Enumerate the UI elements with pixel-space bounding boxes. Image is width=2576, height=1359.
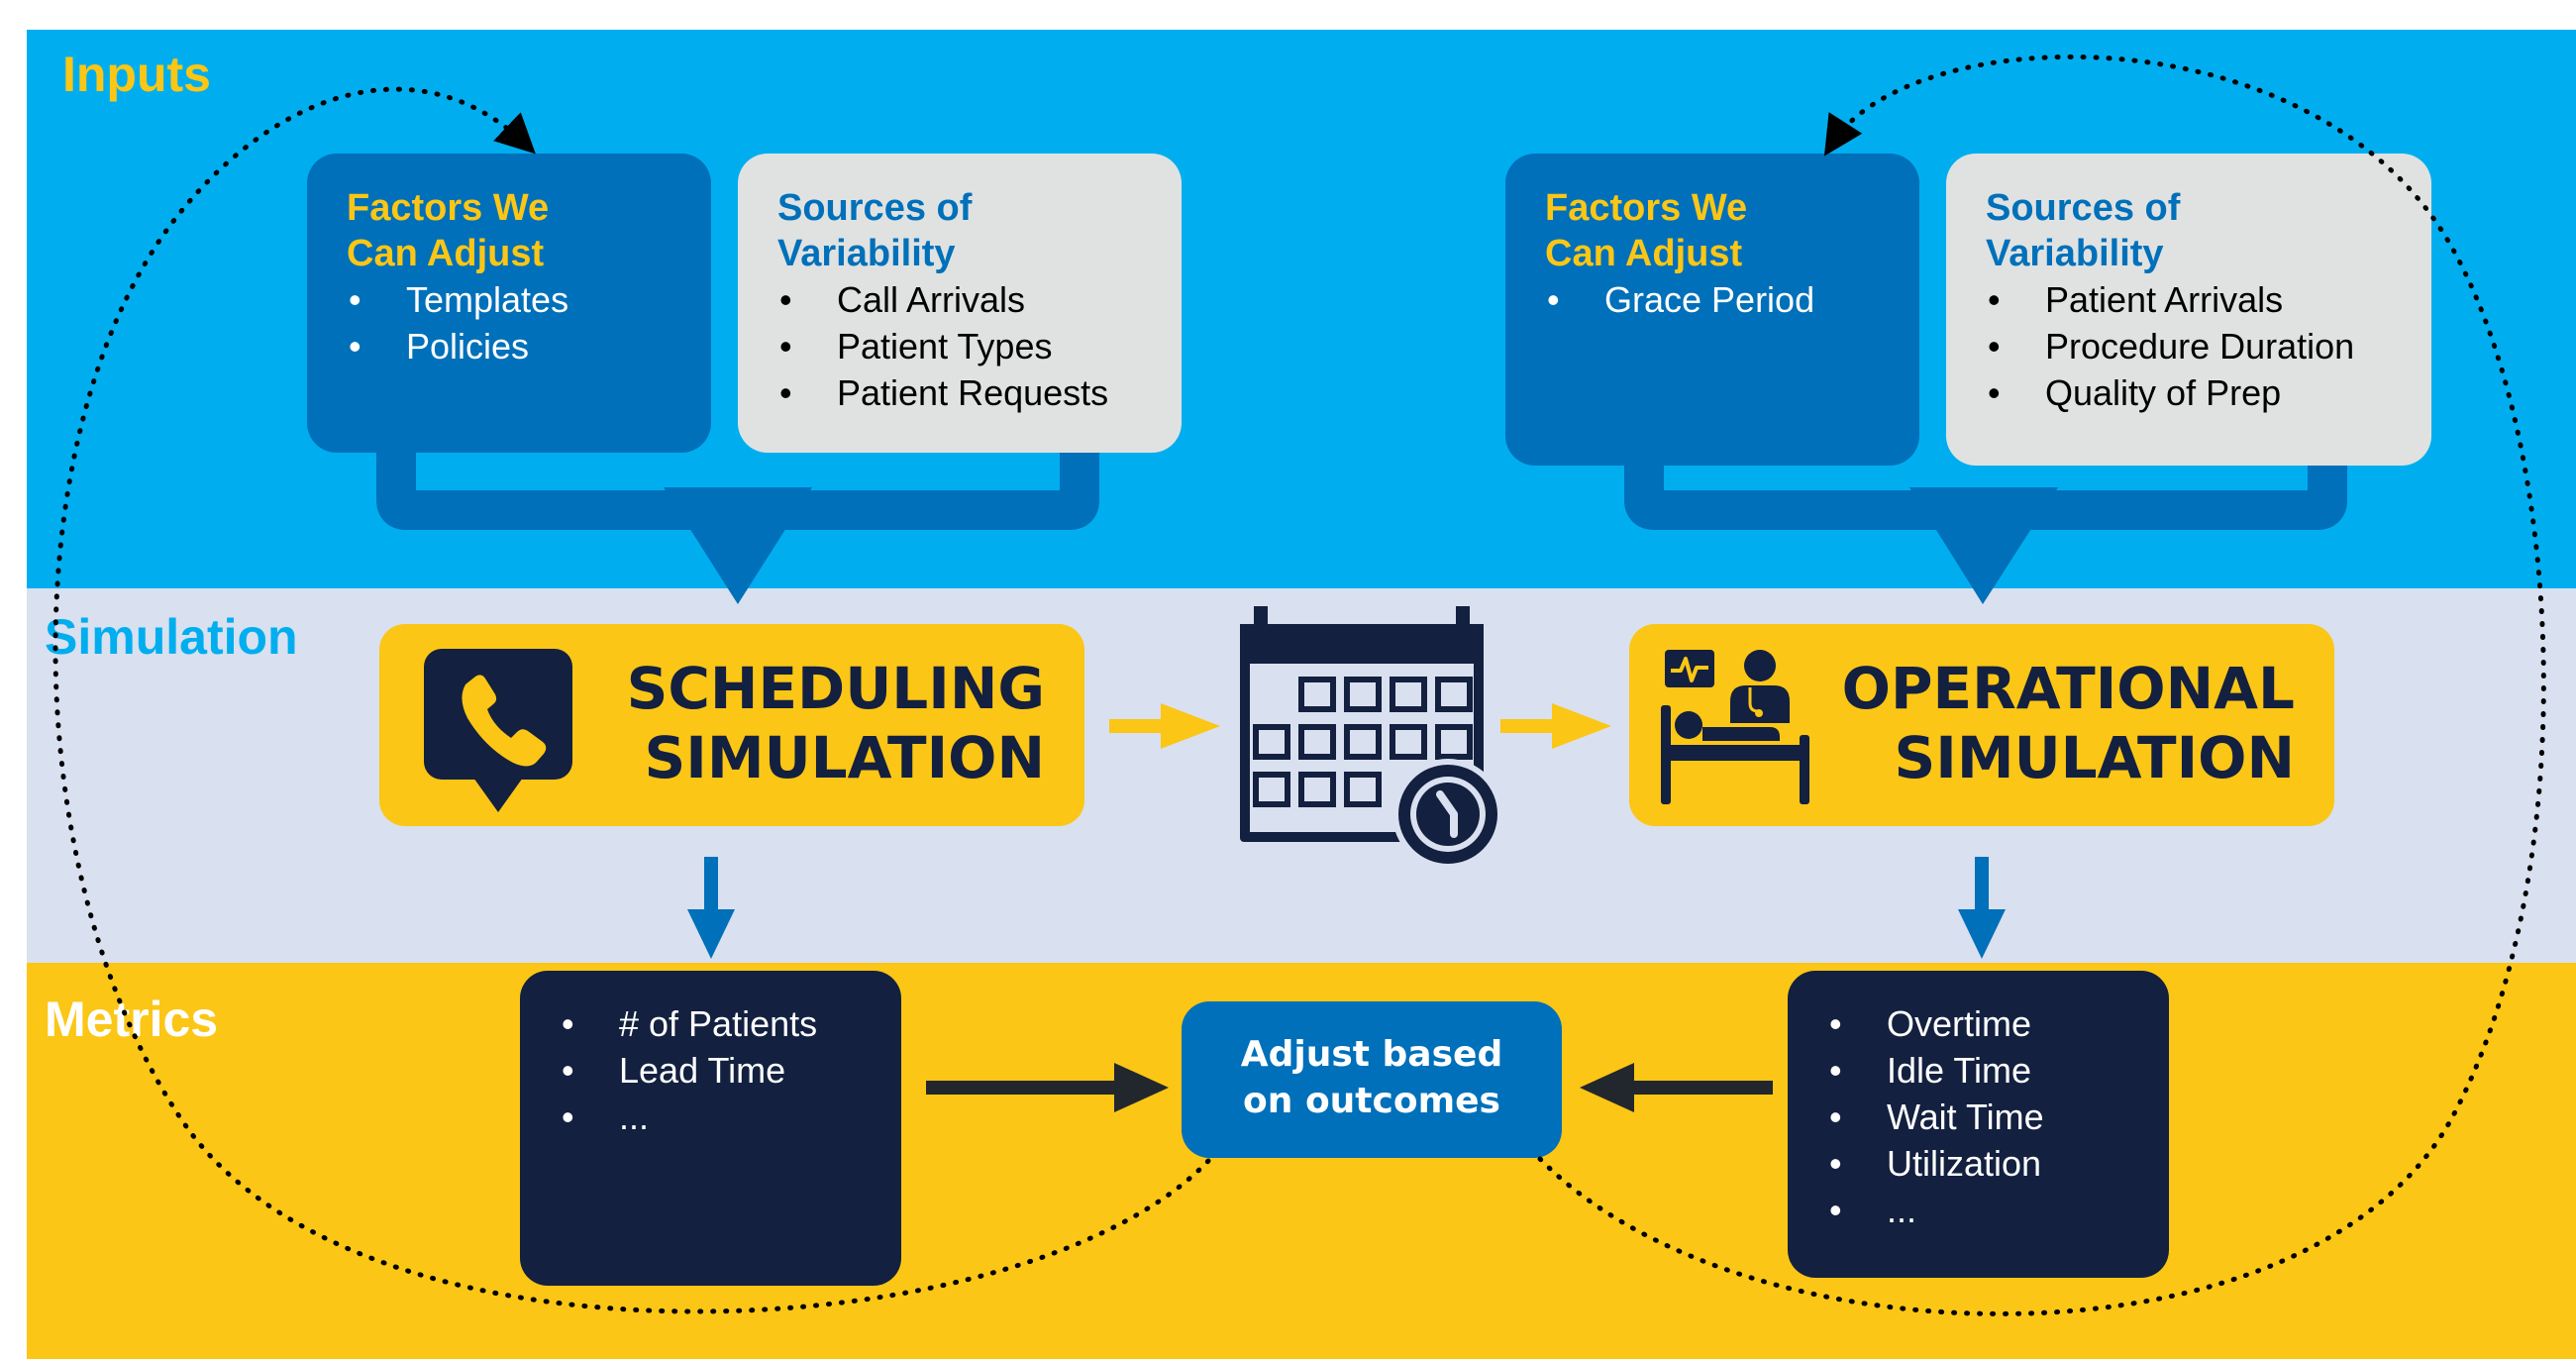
list-item: ... — [1829, 1187, 2044, 1233]
adjust-outcomes-text: Adjust based on outcomes — [1182, 1031, 1562, 1124]
right-variability-title: Sources of Variability — [1986, 185, 2180, 276]
scheduling-title-line2: SIMULATION — [644, 724, 1046, 791]
adjust-outcomes-box: Adjust based on outcomes — [1182, 1001, 1562, 1158]
scheduling-metrics-list: # of Patients Lead Time ... — [562, 1000, 817, 1140]
section-label-inputs: Inputs — [62, 47, 211, 102]
arrow-metrics-right-to-adjust — [1580, 1063, 1773, 1112]
scheduling-simulation-title: SCHEDULING SIMULATION — [627, 654, 1045, 792]
operational-metrics-list: Overtime Idle Time Wait Time Utilization… — [1829, 1000, 2044, 1233]
left-variability-list: Call Arrivals Patient Types Patient Requ… — [779, 276, 1108, 416]
arrow-metrics-left-to-adjust — [926, 1063, 1169, 1112]
list-item: Policies — [349, 323, 568, 369]
right-factors-title: Factors We Can Adjust — [1545, 185, 1747, 276]
right-factors-list: Grace Period — [1547, 276, 1814, 323]
scheduling-metrics-box: # of Patients Lead Time ... — [520, 971, 901, 1286]
left-variability-title-line1: Sources of — [777, 187, 973, 229]
arrow-scheduling-to-metrics — [687, 857, 735, 959]
right-variability-list: Patient Arrivals Procedure Duration Qual… — [1988, 276, 2354, 416]
left-factors-box: Factors We Can Adjust Templates Policies — [307, 154, 711, 453]
scheduling-simulation-box: SCHEDULING SIMULATION — [379, 624, 1084, 826]
list-item: Lead Time — [562, 1047, 817, 1094]
scheduling-title-line1: SCHEDULING — [626, 655, 1045, 722]
phone-speech-bubble-icon — [424, 649, 577, 817]
right-variability-box: Sources of Variability Patient Arrivals … — [1946, 154, 2431, 466]
left-input-connector-point — [664, 487, 812, 604]
adjust-line1: Adjust based — [1240, 1034, 1503, 1075]
left-factors-title-line2: Can Adjust — [347, 233, 545, 274]
list-item: Grace Period — [1547, 276, 1814, 323]
arrow-scheduling-to-calendar — [1109, 703, 1220, 749]
right-variability-title-line2: Variability — [1986, 233, 2164, 274]
operational-metrics-box: Overtime Idle Time Wait Time Utilization… — [1788, 971, 2169, 1278]
left-variability-title: Sources of Variability — [777, 185, 972, 276]
left-factors-title: Factors We Can Adjust — [347, 185, 549, 276]
list-item: Patient Arrivals — [1988, 276, 2354, 323]
list-item: Patient Requests — [779, 369, 1108, 416]
arrow-calendar-to-operational — [1500, 703, 1611, 749]
list-item: Call Arrivals — [779, 276, 1108, 323]
operational-title-line2: SIMULATION — [1894, 724, 2296, 791]
calendar-clock-icon — [1238, 602, 1505, 870]
arrow-operational-to-metrics — [1958, 857, 2006, 959]
left-factors-list: Templates Policies — [349, 276, 568, 369]
list-item: Quality of Prep — [1988, 369, 2354, 416]
list-item: Patient Types — [779, 323, 1108, 369]
left-feedback-loop — [52, 86, 1211, 1314]
right-factors-box: Factors We Can Adjust Grace Period — [1505, 154, 1919, 466]
operational-simulation-box: OPERATIONAL SIMULATION — [1629, 624, 2334, 826]
right-factors-title-line1: Factors We — [1545, 187, 1748, 229]
doctor-patient-bed-icon — [1659, 644, 1817, 807]
list-item: ... — [562, 1094, 817, 1140]
list-item: Idle Time — [1829, 1047, 2044, 1094]
right-feedback-loop — [1537, 53, 2546, 1316]
section-label-metrics: Metrics — [45, 992, 219, 1047]
operational-simulation-title: OPERATIONAL SIMULATION — [1842, 654, 2295, 792]
left-factors-title-line1: Factors We — [347, 187, 550, 229]
operational-title-line1: OPERATIONAL — [1841, 655, 2295, 722]
list-item: Wait Time — [1829, 1094, 2044, 1140]
list-item: Templates — [349, 276, 568, 323]
right-input-connector-point — [1909, 487, 2058, 604]
list-item: Procedure Duration — [1988, 323, 2354, 369]
right-factors-title-line2: Can Adjust — [1545, 233, 1743, 274]
adjust-line2: on outcomes — [1243, 1081, 1500, 1121]
list-item: Overtime — [1829, 1000, 2044, 1047]
section-label-simulation: Simulation — [45, 609, 298, 665]
left-variability-box: Sources of Variability Call Arrivals Pat… — [738, 154, 1182, 453]
left-variability-title-line2: Variability — [777, 233, 956, 274]
right-variability-title-line1: Sources of — [1986, 187, 2181, 229]
list-item: # of Patients — [562, 1000, 817, 1047]
list-item: Utilization — [1829, 1140, 2044, 1187]
